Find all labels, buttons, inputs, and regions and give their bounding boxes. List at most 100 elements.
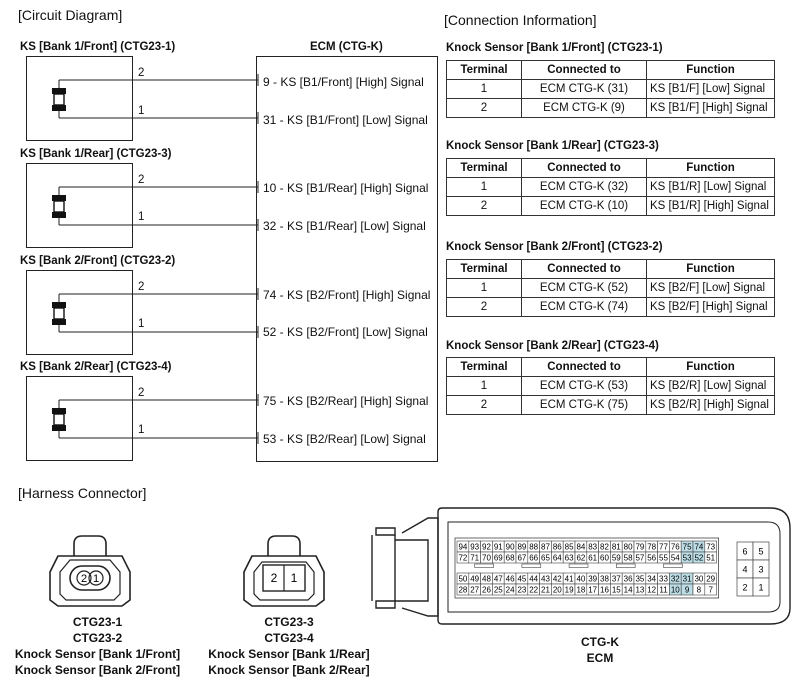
ecm-pin-number: 44	[529, 575, 538, 584]
sensor-element	[52, 105, 66, 111]
function-cell: KS [B1/F] [Low] Signal	[646, 79, 775, 99]
ecm-pin-number: 92	[482, 543, 491, 552]
pin-label: 1	[138, 424, 145, 436]
connected-cell: ECM CTG-K (31)	[521, 79, 647, 99]
knock-sensor-circuit	[26, 163, 259, 248]
terminal-cell: 1	[446, 278, 522, 298]
ecm-pin-number: 45	[517, 575, 526, 584]
ecm-pin-number: 24	[506, 586, 515, 595]
ecm-box	[256, 56, 438, 462]
table-title: Knock Sensor [Bank 1/Front] (CTG23-1)	[446, 42, 663, 54]
sensor-element	[52, 212, 66, 218]
pin-label: 2	[138, 387, 145, 399]
ecm-pin-number: 23	[517, 586, 526, 595]
ecm-side-pin-number: 1	[758, 583, 763, 593]
table-title: Knock Sensor [Bank 1/Rear] (CTG23-3)	[446, 140, 659, 152]
header-connected-to: Connected to	[521, 259, 647, 279]
sensor-element	[52, 195, 66, 201]
ecm-pin-number: 54	[671, 554, 680, 563]
ecm-pin-number: 78	[647, 543, 656, 552]
ecm-pin-number: 86	[553, 543, 562, 552]
ecm-pin-number: 25	[494, 586, 503, 595]
ecm-pin-number: 91	[494, 543, 503, 552]
ecm-pin-number: 36	[624, 575, 633, 584]
ecm-pin-number: 39	[588, 575, 597, 584]
sensor-element	[52, 88, 66, 94]
connected-cell: ECM CTG-K (53)	[521, 376, 647, 396]
table-row: 2 ECM CTG-K (10) KS [B1/R] [High] Signal	[446, 196, 775, 216]
label-line: CTG23-3	[264, 615, 314, 629]
ecm-pin-number: 8	[697, 586, 702, 595]
ecm-pin-number: 55	[659, 554, 668, 563]
terminal-cell: 1	[446, 376, 522, 396]
header-terminal: Terminal	[446, 158, 522, 178]
ecm-pin-frame	[454, 537, 720, 599]
ecm-pin-number: 83	[588, 543, 597, 552]
pin-label: 2	[138, 67, 145, 79]
sensor-title: KS [Bank 2/Front] (CTG23-2)	[20, 255, 176, 267]
function-cell: KS [B1/F] [High] Signal	[646, 98, 775, 118]
ecm-pin-number: 51	[706, 554, 715, 563]
table-header-row: Terminal Connected to Function	[446, 259, 775, 279]
keying-slot	[568, 563, 589, 568]
ecm-side-pin-number: 5	[758, 547, 763, 557]
ecm-pin-number: 71	[470, 554, 479, 563]
ecm-pin-number: 29	[706, 575, 715, 584]
terminal-cell: 2	[446, 98, 522, 118]
table-header-row: Terminal Connected to Function	[446, 60, 775, 80]
sensor-box	[26, 163, 133, 248]
ecm-pin-number: 20	[553, 586, 562, 595]
ecm-pin-number: 66	[529, 554, 538, 563]
header-connected-to: Connected to	[521, 158, 647, 178]
table-row: 1 ECM CTG-K (52) KS [B2/F] [Low] Signal	[446, 278, 775, 298]
ecm-pin-number: 19	[565, 586, 574, 595]
ecm-pin-number: 82	[600, 543, 609, 552]
table-title: Knock Sensor [Bank 2/Rear] (CTG23-4)	[446, 340, 659, 352]
ecm-signal-label: 31 - KS [B1/Front] [Low] Signal	[263, 113, 428, 127]
ecm-pin-number: 88	[529, 543, 538, 552]
ecm-pin-number: 42	[553, 575, 562, 584]
label-line: CTG23-1	[72, 615, 123, 629]
ecm-pin-number: 57	[635, 554, 644, 563]
keying-slot	[474, 563, 494, 568]
label-line: Knock Sensor [Bank 2/Rear]	[208, 663, 370, 677]
label-line: Knock Sensor [Bank 2/Front]	[14, 663, 181, 677]
sensor-box	[26, 376, 133, 461]
sensor-element	[52, 425, 66, 431]
ecm-pin-number: 73	[706, 543, 715, 552]
table-header-row: Terminal Connected to Function	[446, 357, 775, 377]
ecm-pin-number: 21	[541, 586, 550, 595]
ecm-pin-number: 52	[694, 554, 703, 563]
ecm-pin-number: 37	[612, 575, 621, 584]
label-line: ECM	[586, 651, 614, 665]
label-line: Knock Sensor [Bank 1/Rear]	[208, 647, 370, 661]
ecm-pin-number: 75	[683, 543, 692, 552]
ecm-pin-cell	[704, 551, 717, 564]
keying-slot	[521, 563, 542, 568]
ecm-side-pin-number: 4	[742, 565, 747, 575]
ecm-signal-label: 32 - KS [B1/Rear] [Low] Signal	[263, 219, 426, 233]
ecm-side-pin-number: 2	[742, 583, 747, 593]
sensor-title: KS [Bank 1/Front] (CTG23-1)	[20, 41, 176, 53]
pin-label: 2	[138, 281, 145, 293]
ecm-pin-number: 40	[576, 575, 585, 584]
ecm-pin-number: 79	[635, 543, 644, 552]
ecm-pin-number: 16	[600, 586, 609, 595]
ecm-pin-number: 80	[624, 543, 633, 552]
harness-connector-heading: [Harness Connector]	[18, 485, 147, 501]
sensor-element	[52, 408, 66, 414]
ecm-pin-number: 38	[600, 575, 609, 584]
header-function: Function	[646, 60, 775, 80]
ecm-signal-label: 52 - KS [B2/Front] [Low] Signal	[263, 325, 428, 339]
ecm-pin-number: 11	[659, 586, 668, 595]
table-row: 1 ECM CTG-K (32) KS [B1/R] [Low] Signal	[446, 177, 775, 197]
ecm-side-pin-cell	[752, 577, 770, 597]
pin-label: 1	[138, 318, 145, 330]
ecm-pin-number: 22	[529, 586, 538, 595]
ecm-pin-number: 94	[458, 543, 467, 552]
ecm-pin-number: 63	[565, 554, 574, 563]
header-function: Function	[646, 158, 775, 178]
sensor-element	[53, 93, 65, 106]
